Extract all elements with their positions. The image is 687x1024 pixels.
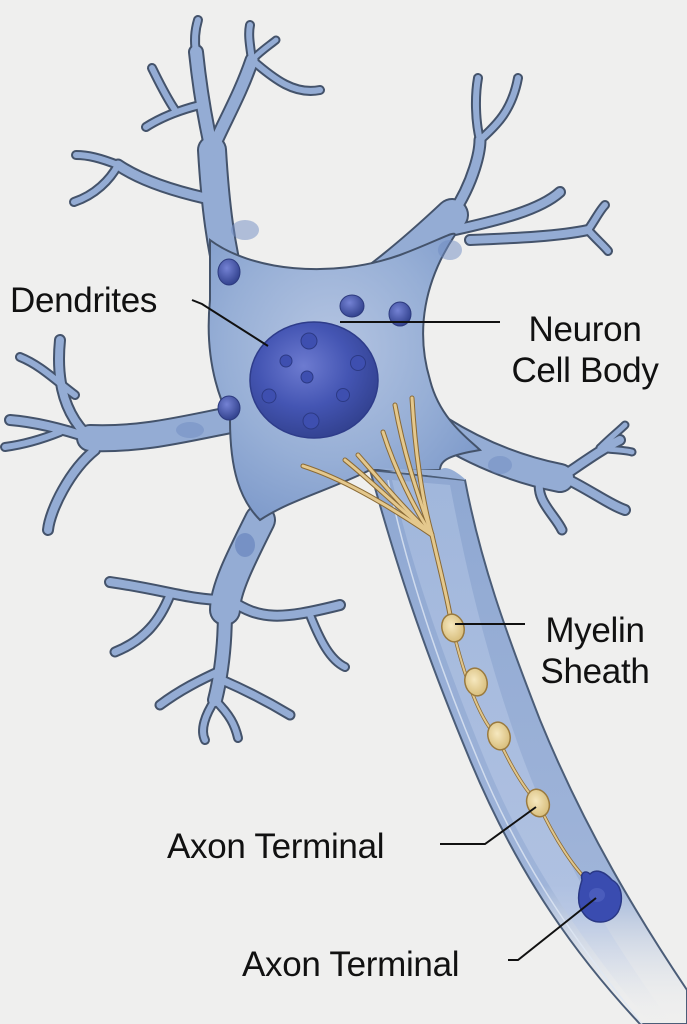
myelin-sheath [441,613,594,887]
axon-terminal [577,870,623,923]
label-axon-terminal-lower-text: Axon Terminal [242,945,460,984]
label-cell-body-line1: Neuron [528,310,642,349]
myelin-node [487,721,511,751]
label-myelin-line1: Myelin [545,611,645,650]
label-cell-body-line2: Cell Body [511,351,659,390]
label-dendrites-text: Dendrites [10,281,158,320]
label-dendrites: Dendrites [10,280,157,321]
label-neuron-cell-body: Neuron Cell Body [505,309,665,391]
label-axon-terminal-lower: Axon Terminal [242,944,460,985]
label-myelin-line2: Sheath [540,652,650,691]
leader-dendrites [191,299,269,347]
myelin-node [464,667,488,697]
nucleus [249,321,379,439]
myelin-node [441,613,465,643]
leader-axon-terminal-lower [508,897,597,961]
label-axon-terminal-upper-text: Axon Terminal [167,827,385,866]
vesicles [217,258,412,421]
axon [368,468,687,1024]
axon-hillock-fibers [300,395,455,629]
label-myelin-sheath: Myelin Sheath [527,610,663,692]
leader-lines [191,299,597,961]
leader-axon-terminal-upper [440,806,537,845]
label-axon-terminal-upper: Axon Terminal [167,826,385,867]
